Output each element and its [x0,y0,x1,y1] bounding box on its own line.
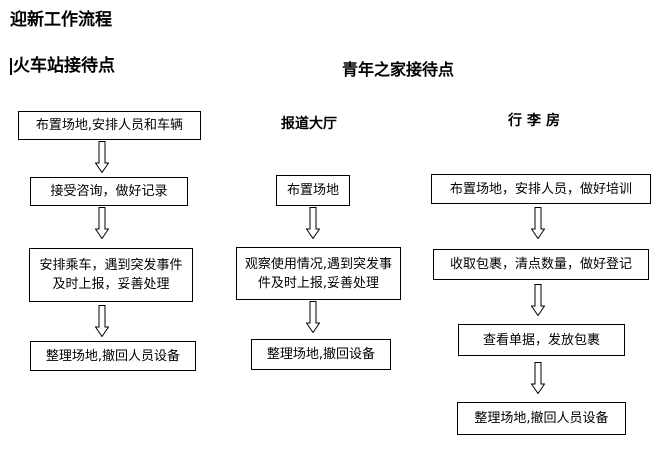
luggage-step-1-label: 布置场地，安排人员，做好培训 [449,181,632,197]
station-section-title: 火车站接待点 [10,58,115,75]
luggage-step-2-box: 收取包裹，清点数量，做好登记 [433,249,649,280]
station-step-1-box: 布置场地,安排人员和车辆 [18,111,201,140]
hall-step-3-box: 整理场地,撤回设备 [251,339,391,370]
station-step-4-box: 整理场地,撤回人员设备 [30,341,196,371]
luggage-step-1-box: 布置场地，安排人员，做好培训 [431,174,651,204]
page-title: 迎新工作流程 [10,10,112,30]
hall-column-title: 报道大厅 [281,116,337,132]
luggage-step-2-label: 收取包裹，清点数量，做好登记 [449,257,632,272]
station-step-4-label: 整理场地,撤回人员设备 [45,348,181,364]
down-arrow-icon [95,207,109,239]
hall-step-1-box: 布置场地 [276,175,350,206]
station-step-2-label: 接受咨询，做好记录 [50,184,168,199]
station-step-3-box: 安排乘车，遇到突发事件及时上报，妥善处理 [29,248,193,302]
luggage-step-3-box: 查看单据，发放包裹 [458,324,625,356]
luggage-step-3-label: 查看单据，发放包裹 [482,332,600,348]
down-arrow-icon [95,305,109,337]
hall-step-1-label: 布置场地 [286,183,339,198]
hall-step-2-label: 观察使用情况,遇到突发事件及时上报,妥善处理 [244,256,393,291]
down-arrow-icon [531,284,545,316]
hall-step-3-label: 整理场地,撤回设备 [266,347,376,362]
luggage-step-4-label: 整理场地,撤回人员设备 [474,411,609,426]
down-arrow-icon [531,362,545,394]
luggage-step-4-box: 整理场地,撤回人员设备 [457,402,626,435]
hall-step-2-box: 观察使用情况,遇到突发事件及时上报,妥善处理 [236,247,401,300]
station-step-2-box: 接受咨询，做好记录 [30,177,188,206]
station-step-3-label: 安排乘车，遇到突发事件及时上报，妥善处理 [39,258,183,292]
down-arrow-icon [531,207,545,239]
luggage-column-title: 行李房 [508,113,565,129]
youth-home-section-title: 青年之家接待点 [342,60,455,79]
down-arrow-icon [306,301,320,333]
down-arrow-icon [95,141,109,173]
station-step-1-label: 布置场地,安排人员和车辆 [35,118,184,133]
down-arrow-icon [306,207,320,239]
